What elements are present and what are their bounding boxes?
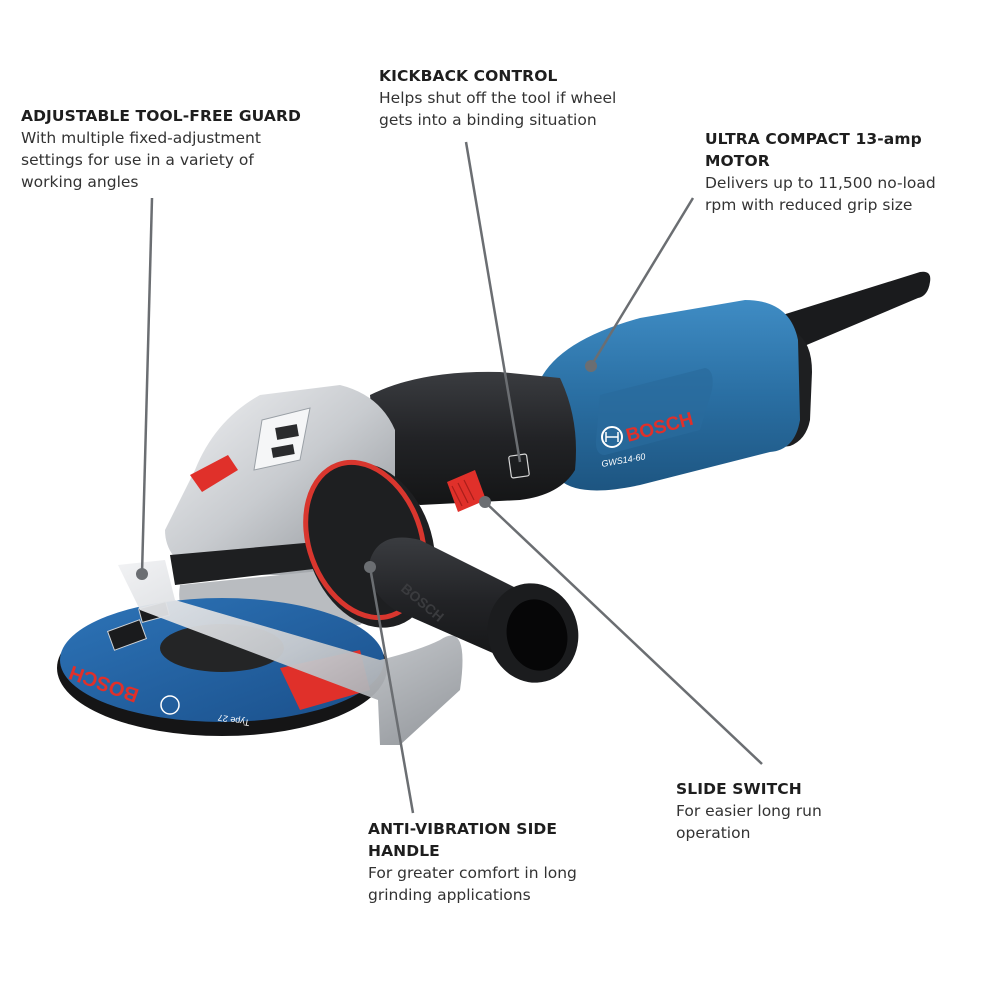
callout-desc-line: rpm with reduced grip size xyxy=(705,196,913,214)
callout-title: ANTI-VIBRATION SIDE xyxy=(368,820,558,838)
callout-title: SLIDE SWITCH xyxy=(676,780,802,798)
slide-switch xyxy=(447,470,486,512)
guard-leader-line xyxy=(140,197,154,575)
callout-adjustable-guard: ADJUSTABLE TOOL-FREE GUARD With multiple… xyxy=(21,105,341,193)
callout-title: ULTRA COMPACT 13-amp xyxy=(705,130,922,148)
callout-title: MOTOR xyxy=(705,152,770,170)
grip-body xyxy=(370,371,576,505)
callout-desc-line: working angles xyxy=(21,173,139,191)
adjustable-guard xyxy=(118,560,463,745)
callout-desc-line: Helps shut off the tool if wheel xyxy=(379,89,617,107)
switch-leader-line xyxy=(484,501,763,765)
callout-anti-vibration-handle: ANTI-VIBRATION SIDE HANDLE For greater c… xyxy=(368,818,628,906)
callout-title: HANDLE xyxy=(368,842,440,860)
motor-leader-line xyxy=(589,197,695,367)
leader-lines xyxy=(136,141,763,814)
callout-desc-line: For greater comfort in long xyxy=(368,864,577,882)
spindle-lock-button xyxy=(190,455,238,492)
anti-vibration-side-handle: BOSCH xyxy=(303,459,579,683)
callout-slide-switch: SLIDE SWITCH For easier long run operati… xyxy=(676,778,896,844)
callout-desc-line: For easier long run xyxy=(676,802,822,820)
kickback-control-badge-icon xyxy=(508,453,530,479)
callout-desc-line: operation xyxy=(676,824,751,842)
callout-title: ADJUSTABLE TOOL-FREE GUARD xyxy=(21,107,301,125)
kickback-leader-line xyxy=(464,141,522,463)
power-cord xyxy=(760,271,931,352)
callout-title: KICKBACK CONTROL xyxy=(379,67,558,85)
callout-desc-line: gets into a binding situation xyxy=(379,111,597,129)
handle-leader-line xyxy=(368,566,415,814)
callout-ultra-compact-motor: ULTRA COMPACT 13-amp MOTOR Delivers up t… xyxy=(705,128,985,216)
callout-desc-line: With multiple fixed-adjustment xyxy=(21,129,261,147)
callout-kickback-control: KICKBACK CONTROL Helps shut off the tool… xyxy=(379,65,679,131)
motor-housing: BOSCH GWS14-60 xyxy=(540,300,800,491)
bosch-armature-logo-icon xyxy=(601,426,623,448)
grinding-disc: BOSCH Type 27 xyxy=(57,598,387,736)
callout-desc-line: Delivers up to 11,500 no-load xyxy=(705,174,936,192)
callout-desc-line: grinding applications xyxy=(368,886,531,904)
callout-desc-line: settings for use in a variety of xyxy=(21,151,254,169)
